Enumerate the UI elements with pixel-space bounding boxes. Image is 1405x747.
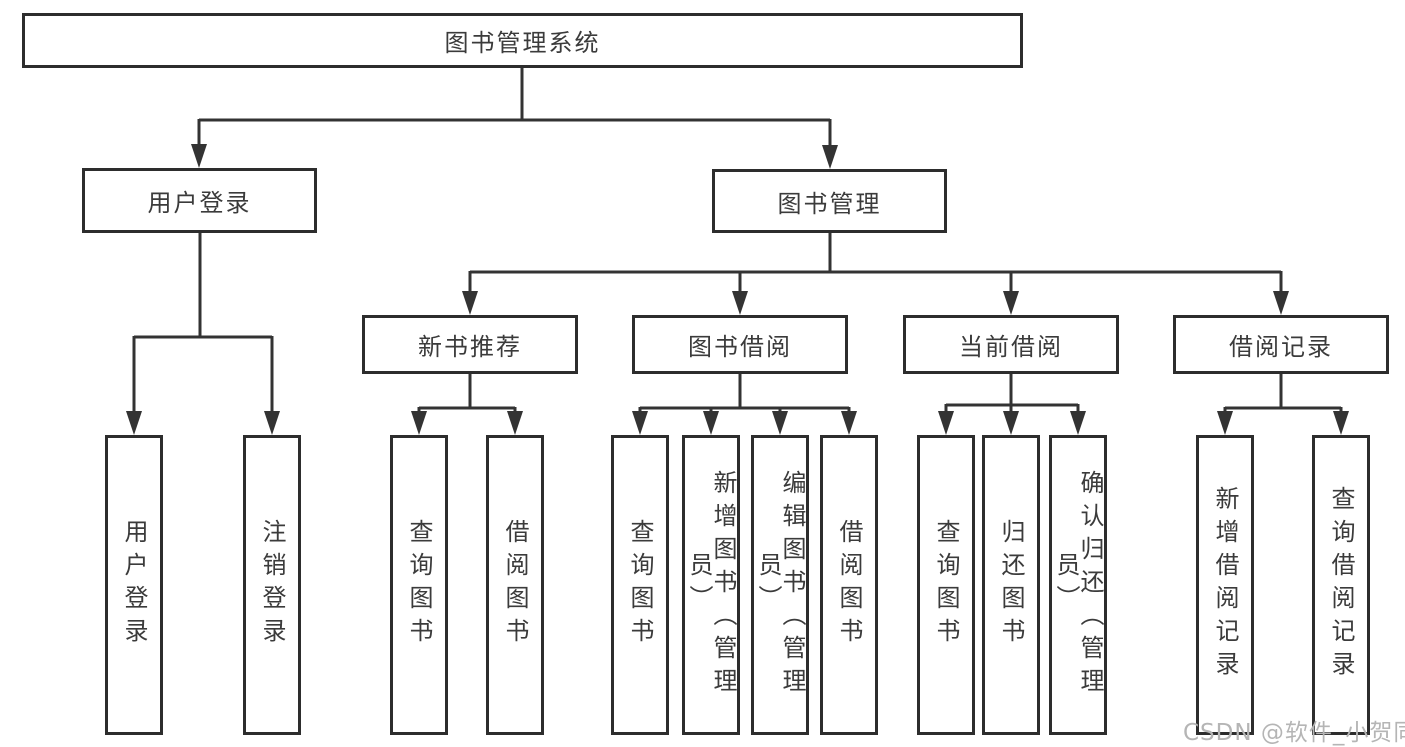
connector-current-to-children	[938, 374, 1086, 435]
connector-root-to-level2	[191, 68, 838, 169]
connector-mgmt-to-level3	[462, 233, 1289, 315]
connector-borrow-to-children	[632, 374, 857, 435]
node-user-login: 用户登录	[82, 168, 317, 233]
connector-record-to-children	[1217, 374, 1349, 435]
leaf-query-borrow-record: 查询借阅记录	[1312, 435, 1370, 735]
leaf-add-book-admin: 新增图书（管理员）	[682, 435, 740, 735]
leaf-add-borrow-record: 新增借阅记录	[1196, 435, 1254, 735]
leaf-confirm-return-admin: 确认归还（管理员）	[1049, 435, 1107, 735]
node-borrow-record: 借阅记录	[1173, 315, 1389, 374]
leaf-query-book-3: 查询图书	[917, 435, 975, 735]
leaf-query-book-1: 查询图书	[390, 435, 448, 735]
node-current-borrow: 当前借阅	[903, 315, 1119, 374]
connector-login-to-children	[126, 233, 280, 435]
node-library-system: 图书管理系统	[22, 13, 1023, 68]
node-new-book-recommend: 新书推荐	[362, 315, 578, 374]
leaf-edit-book-admin: 编辑图书（管理员）	[751, 435, 809, 735]
leaf-return-book: 归还图书	[982, 435, 1040, 735]
leaf-logout: 注销登录	[243, 435, 301, 735]
leaf-user-login: 用户登录	[105, 435, 163, 735]
csdn-watermark: CSDN @软件_小贺同学	[1183, 720, 1405, 746]
connector-newbook-to-children	[411, 374, 523, 435]
leaf-borrow-book-1: 借阅图书	[486, 435, 544, 735]
leaf-borrow-book-2: 借阅图书	[820, 435, 878, 735]
node-book-management: 图书管理	[712, 169, 947, 233]
node-book-borrow: 图书借阅	[632, 315, 848, 374]
leaf-query-book-2: 查询图书	[611, 435, 669, 735]
